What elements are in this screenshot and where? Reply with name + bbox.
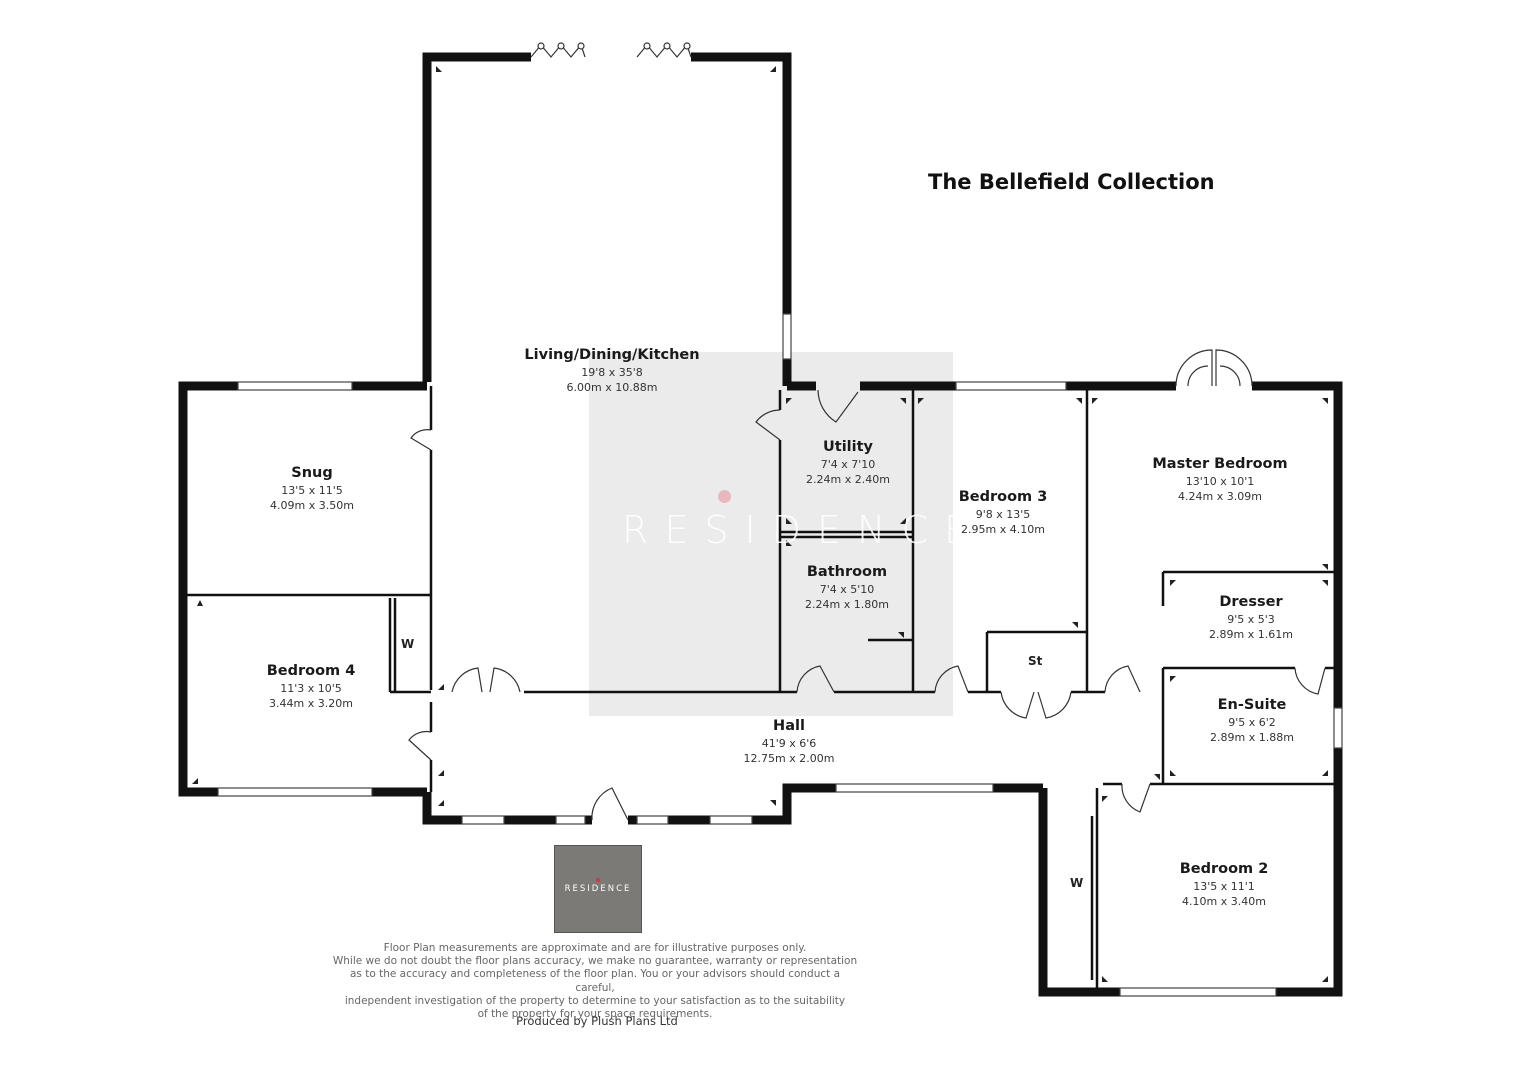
disclaimer-line: as to the accuracy and completeness of t…	[349, 968, 841, 994]
disclaimer: Floor Plan measurements are approximate …	[330, 942, 860, 1021]
room-metric: 2.24m x 2.40m	[806, 473, 890, 486]
disclaimer-line: Floor Plan measurements are approximate …	[383, 942, 807, 954]
watermark-text: RESIDENCE	[622, 508, 984, 552]
room-metric: 3.44m x 3.20m	[269, 697, 353, 710]
room-name: Utility	[822, 439, 873, 455]
room-name: Hall	[773, 718, 805, 734]
room-metric: 4.24m x 3.09m	[1178, 490, 1262, 503]
room-metric: 4.09m x 3.50m	[270, 499, 354, 512]
room-imperial: 41'9 x 6'6	[761, 737, 817, 750]
watermark-panel	[589, 352, 953, 716]
room-snug: Snug 13'5 x 11'5 4.09m x 3.50m	[270, 464, 354, 513]
produced-by: Produced by Plush Plans Ltd	[516, 1014, 678, 1028]
room-imperial: 13'5 x 11'5	[281, 484, 343, 497]
room-utility: Utility 7'4 x 7'10 2.24m x 2.40m	[806, 438, 890, 487]
room-dresser: Dresser 9'5 x 5'3 2.89m x 1.61m	[1209, 593, 1293, 642]
room-hall: Hall 41'9 x 6'6 12.75m x 2.00m	[744, 717, 835, 766]
room-metric: 2.24m x 1.80m	[805, 598, 889, 611]
room-imperial: 9'5 x 5'3	[1227, 613, 1275, 626]
dimension-ticks	[192, 66, 1328, 982]
room-metric: 2.89m x 1.61m	[1209, 628, 1293, 641]
room-imperial: 7'4 x 5'10	[819, 583, 875, 596]
room-name: Bedroom 2	[1179, 861, 1269, 877]
room-name: Bathroom	[806, 564, 888, 580]
room-name: Living/Dining/Kitchen	[524, 347, 700, 363]
doors	[408, 42, 1326, 821]
wardrobe-tag-bedroom2: W	[1070, 876, 1084, 890]
room-name: Bedroom 3	[958, 489, 1048, 505]
room-bedroom4: Bedroom 4 11'3 x 10'5 3.44m x 3.20m	[267, 662, 356, 711]
wardrobe-tag-bedroom4: W	[401, 637, 415, 651]
room-name: Master Bedroom	[1152, 456, 1288, 472]
room-imperial: 11'3 x 10'5	[280, 682, 342, 695]
watermark-dot	[718, 490, 731, 503]
residence-logo: RESIDENCE	[554, 845, 642, 933]
room-en-suite: En-Suite 9'5 x 6'2 2.89m x 1.88m	[1210, 696, 1294, 745]
disclaimer-line: independent investigation of the propert…	[344, 994, 846, 1007]
logo-dot	[596, 878, 600, 882]
logo-text: RESIDENCE	[564, 884, 632, 894]
page-title: The Bellefield Collection	[928, 170, 1215, 194]
room-metric: 6.00m x 10.88m	[566, 381, 658, 394]
disclaimer-line: of the property for your space requireme…	[477, 1008, 713, 1021]
room-name: En-Suite	[1217, 697, 1287, 713]
store-tag: St	[1028, 654, 1043, 668]
room-metric: 12.75m x 2.00m	[743, 752, 835, 765]
interior-walls	[183, 386, 1338, 988]
room-metric: 4.10m x 3.40m	[1182, 895, 1266, 908]
room-bedroom3: Bedroom 3 9'8 x 13'5 2.95m x 4.10m	[959, 488, 1048, 537]
room-name: Bedroom 4	[266, 663, 356, 679]
room-bedroom2: Bedroom 2 13'5 x 11'1 4.10m x 3.40m	[1180, 860, 1269, 909]
room-metric: 2.89m x 1.88m	[1210, 731, 1294, 744]
room-name: Snug	[291, 465, 333, 481]
windows	[217, 313, 1343, 997]
room-imperial: 13'10 x 10'1	[1185, 475, 1255, 488]
room-imperial: 7'4 x 7'10	[820, 458, 876, 471]
room-metric: 2.95m x 4.10m	[961, 523, 1045, 536]
room-living: Living/Dining/Kitchen 19'8 x 35'8 6.00m …	[524, 346, 699, 395]
room-name: Dresser	[1219, 594, 1283, 610]
room-imperial: 9'5 x 6'2	[1228, 716, 1276, 729]
room-imperial: 13'5 x 11'1	[1193, 880, 1255, 893]
disclaimer-line: While we do not doubt the floor plans ac…	[332, 955, 858, 968]
room-imperial: 9'8 x 13'5	[975, 508, 1031, 521]
room-bathroom: Bathroom 7'4 x 5'10 2.24m x 1.80m	[805, 563, 889, 612]
room-imperial: 19'8 x 35'8	[581, 366, 643, 379]
room-master-bedroom: Master Bedroom 13'10 x 10'1 4.24m x 3.09…	[1152, 455, 1287, 504]
